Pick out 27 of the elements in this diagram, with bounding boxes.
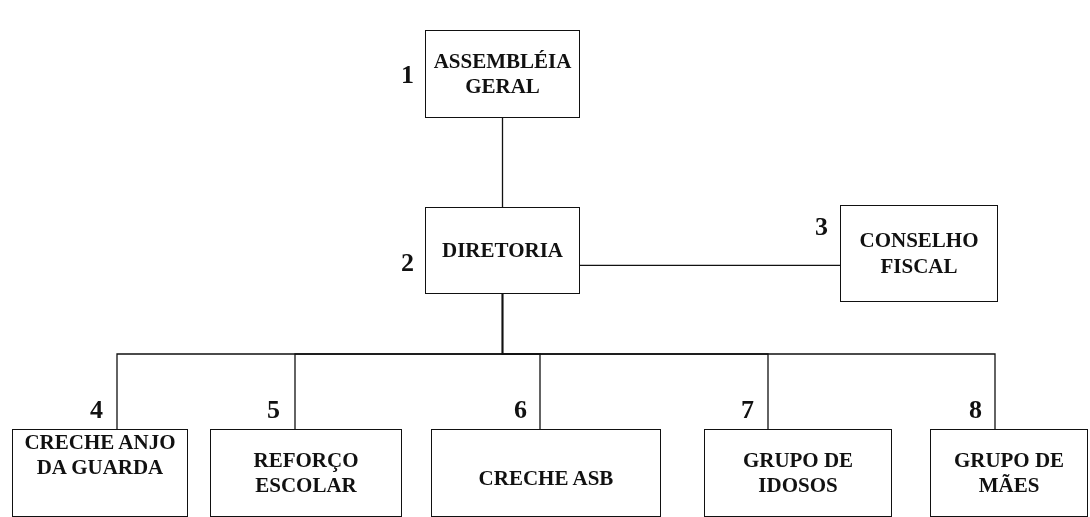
box-label: REFORÇO ESCOLAR — [252, 448, 360, 499]
connector-line — [501, 117, 504, 208]
box-number: 4 — [90, 397, 103, 423]
org-box — [210, 429, 402, 517]
box-label: CRECHE ASB — [478, 466, 614, 492]
box-number: 5 — [267, 397, 280, 423]
org-box — [704, 429, 892, 517]
box-label: DIRETORIA — [442, 237, 563, 264]
box-number: 6 — [514, 397, 527, 423]
org-box — [930, 429, 1088, 517]
box-number: 7 — [741, 397, 754, 423]
org-box — [12, 429, 188, 517]
org-box — [431, 429, 661, 517]
box-label: GRUPO DE IDOSOS — [741, 448, 855, 499]
box-number: 2 — [401, 250, 414, 276]
box-label: ASSEMBLÉIA GERAL — [432, 48, 573, 100]
org-box — [840, 205, 998, 302]
org-box — [425, 30, 580, 118]
box-number: 8 — [969, 397, 982, 423]
box-label: CRECHE ANJO DA GUARDA — [23, 430, 177, 481]
org-box — [425, 207, 580, 294]
connector-line — [501, 293, 996, 430]
box-label: CONSELHO FISCAL — [858, 228, 980, 279]
box-number: 3 — [815, 214, 828, 240]
box-number: 1 — [401, 62, 414, 88]
box-label: GRUPO DE MÃES — [952, 448, 1066, 499]
connector-line — [579, 264, 841, 266]
